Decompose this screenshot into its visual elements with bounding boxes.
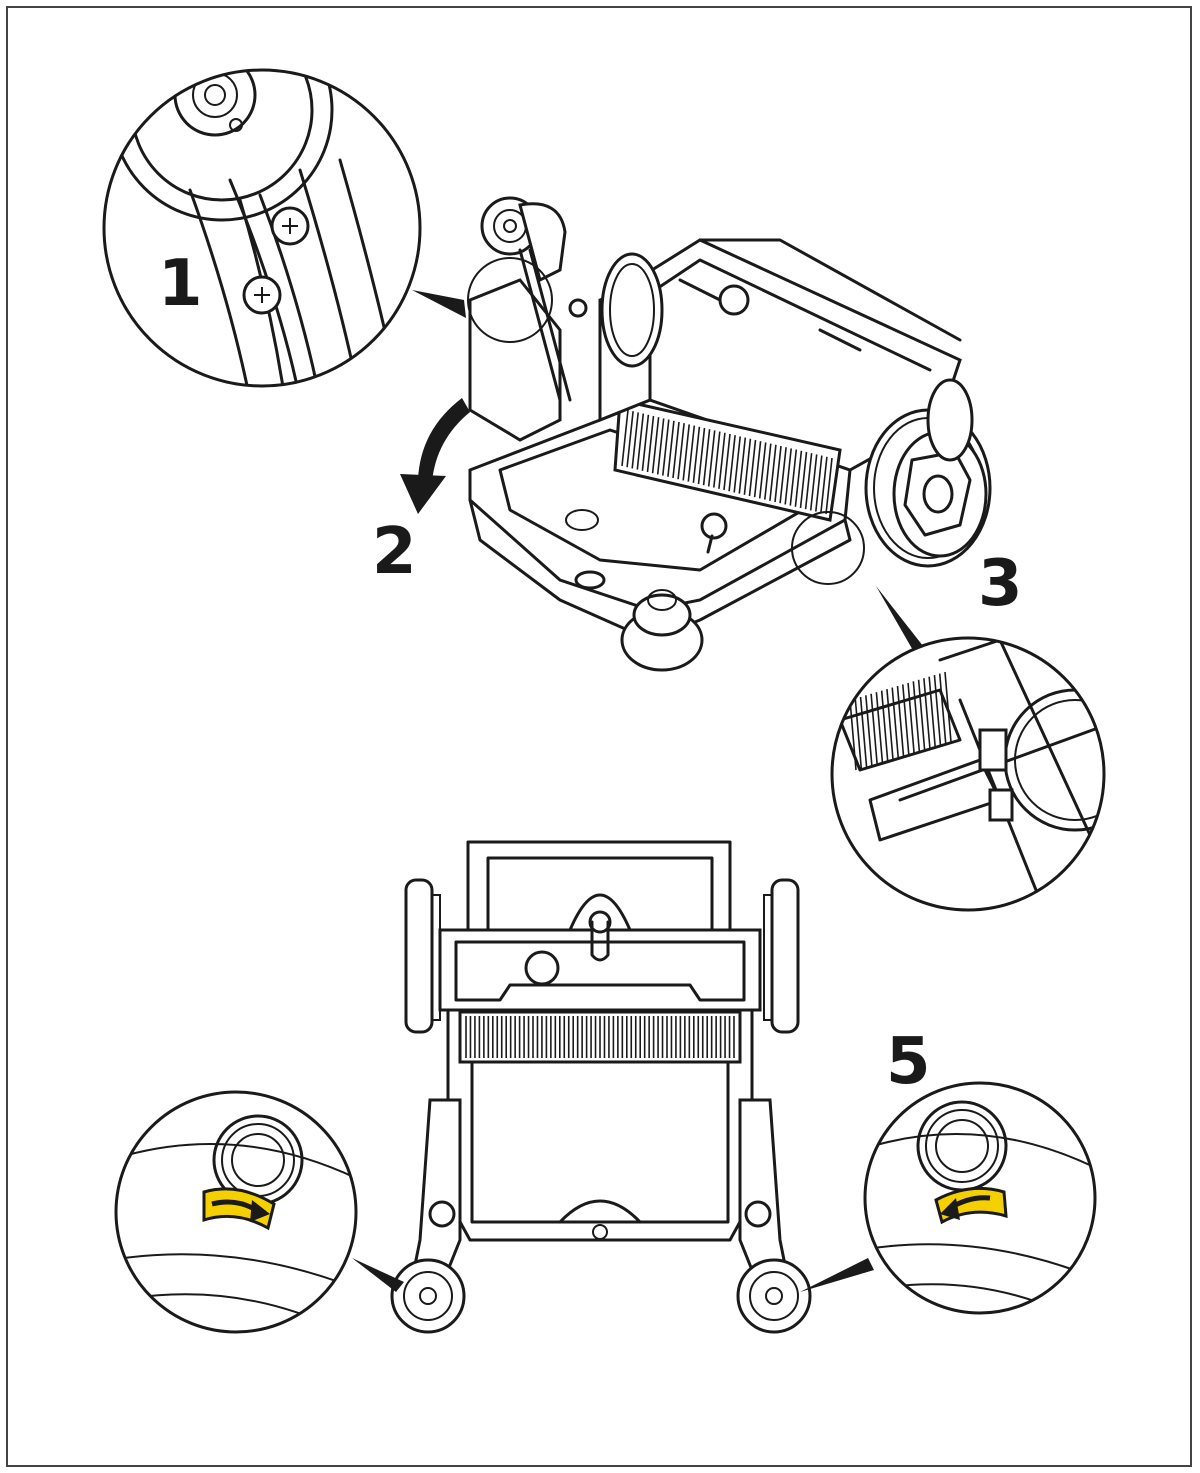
brush-bristle xyxy=(718,432,726,489)
brush-bristle xyxy=(794,450,803,507)
brush-bristle xyxy=(865,695,873,766)
brush-bristle xyxy=(621,409,629,467)
brush-bristle xyxy=(804,453,813,510)
brush-bristle xyxy=(723,433,731,491)
brush-bristle xyxy=(702,429,711,486)
brush-bristle xyxy=(687,425,696,482)
brush-bristle xyxy=(662,419,670,476)
rotate-left-icon xyxy=(934,1186,1008,1225)
brush-bristle xyxy=(825,457,833,515)
brush-bristle xyxy=(631,412,639,469)
brush-bristle xyxy=(758,442,767,499)
step-label-2: 2 xyxy=(372,515,417,589)
brush-bristle xyxy=(880,690,889,761)
brush-bristle xyxy=(912,681,921,752)
brush-bristle xyxy=(769,444,777,501)
brush-bristle xyxy=(896,685,905,757)
brush-bristle xyxy=(784,448,792,505)
brush-bristle xyxy=(692,426,701,483)
brush-bristle xyxy=(901,684,910,755)
brush-bristle xyxy=(743,438,752,495)
detail-left-caster xyxy=(114,1090,358,1334)
brush-bristle xyxy=(636,413,645,470)
detail-3-brush-latch xyxy=(830,636,1106,912)
step-label-3: 3 xyxy=(978,547,1023,621)
brush-bristle xyxy=(651,417,660,474)
brush-bristle xyxy=(938,673,947,744)
brush-bristle xyxy=(728,435,736,492)
brush-bristle xyxy=(928,676,936,747)
brush-bristle xyxy=(682,424,690,481)
brush-bristle xyxy=(933,675,942,746)
sweeper-isometric-view xyxy=(400,196,992,672)
rotate-right-icon xyxy=(202,1187,276,1231)
brush-bristle xyxy=(626,411,634,468)
brush-bristle xyxy=(697,427,706,485)
brush-bristle xyxy=(641,414,650,471)
brush-bristle xyxy=(779,447,787,504)
main-brush xyxy=(613,398,842,522)
detail-1-bracket-screws xyxy=(102,68,422,388)
brush-bristle xyxy=(713,431,721,488)
brush-bristle xyxy=(748,439,757,497)
curved-arrow-icon xyxy=(400,398,470,514)
brush-bristle xyxy=(646,415,655,473)
brush-bristle xyxy=(944,671,952,743)
brush-bristle xyxy=(799,451,808,509)
brush-bristle xyxy=(917,679,926,750)
brush-bristle xyxy=(656,418,665,475)
brush-bristle xyxy=(859,696,868,767)
brush-bristle xyxy=(849,699,857,771)
sweeper-top-view xyxy=(352,840,874,1334)
brush-bristle xyxy=(764,443,772,500)
brush-bristle xyxy=(891,687,900,758)
brush-bristle xyxy=(923,678,931,749)
step-label-5: 5 xyxy=(886,1025,931,1099)
brush-bristle xyxy=(789,449,798,506)
right-wheel xyxy=(864,378,992,568)
brush-bristle xyxy=(672,421,680,479)
brush-bristle xyxy=(886,689,894,760)
brush-bristle xyxy=(667,420,675,477)
brush-bristle xyxy=(907,682,915,753)
handle-bracket xyxy=(467,196,588,442)
brush-bristle xyxy=(707,430,716,487)
brush-bristle xyxy=(815,455,823,512)
brush-bristle xyxy=(738,437,747,494)
brush-bristle xyxy=(774,445,782,503)
brush-bristle xyxy=(854,698,863,769)
front-caster xyxy=(574,570,704,672)
step-label-1: 1 xyxy=(158,247,203,321)
brush-bristle xyxy=(870,693,878,764)
brush-bristle xyxy=(753,441,762,498)
brush-bristle xyxy=(820,456,828,513)
page-frame xyxy=(6,6,1192,1467)
brush-bristle xyxy=(733,436,741,493)
brush-bristle xyxy=(875,692,884,763)
brush-bristle xyxy=(809,454,818,511)
brush-bristle xyxy=(677,423,685,480)
detail-right-caster xyxy=(863,1081,1097,1315)
